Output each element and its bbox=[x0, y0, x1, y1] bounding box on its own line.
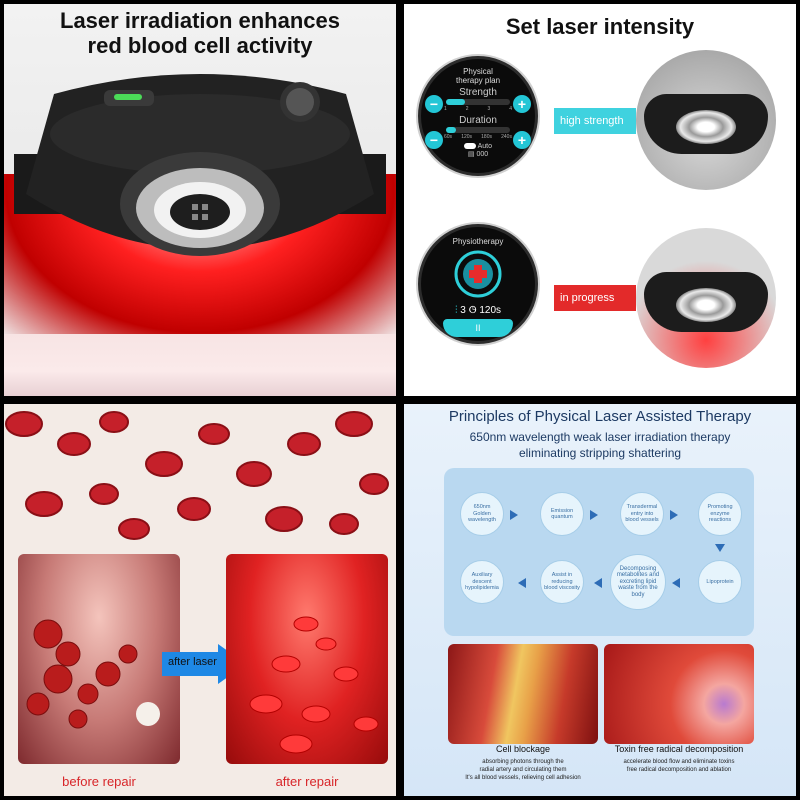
strength-ticks: 1 2 3 4 bbox=[444, 106, 512, 112]
strength-fill bbox=[446, 99, 466, 105]
surface bbox=[4, 334, 396, 396]
watch-photo-1 bbox=[636, 50, 776, 190]
clipboard-icon: ▤ bbox=[467, 151, 475, 158]
principles-subtitle-1: 650nm wavelength weak laser irradiation … bbox=[469, 430, 731, 444]
timer-icon: ◷ bbox=[468, 305, 477, 316]
panel2-title: Set laser intensity bbox=[505, 14, 695, 39]
arrow-left-icon bbox=[672, 578, 680, 588]
title-line-2: red blood cell activity bbox=[87, 33, 313, 58]
principles-title: Principles of Physical Laser Assisted Th… bbox=[448, 408, 752, 425]
desc-line: It's all blood vessels, relieving cell a… bbox=[465, 775, 581, 781]
arrow-label: after laser bbox=[168, 656, 217, 668]
flowing-cells bbox=[249, 616, 379, 754]
desc-line: radial artery and circulating them bbox=[479, 767, 567, 773]
tick: 4 bbox=[509, 106, 512, 112]
tick: 60s bbox=[444, 134, 453, 140]
tick: 2 bbox=[465, 106, 469, 112]
duration-plus-button[interactable]: + bbox=[513, 131, 531, 149]
tick: 3 bbox=[487, 106, 491, 112]
watch-photo-2 bbox=[636, 228, 776, 368]
tick: 180s bbox=[481, 134, 492, 140]
card2-desc: accelerate blood flow and eliminate toxi… bbox=[604, 758, 754, 774]
duration-ticks: 60s 120s 180s 240s bbox=[444, 134, 512, 140]
in-progress-tag: in progress bbox=[554, 285, 636, 311]
counter-row: ▤ 000 bbox=[421, 150, 535, 158]
flow-node: Promoting enzyme reactions bbox=[698, 492, 742, 536]
tick: 240s bbox=[501, 134, 512, 140]
strength-plus-button[interactable]: + bbox=[513, 95, 531, 113]
vessel-after-image bbox=[226, 554, 388, 764]
tick: 120s bbox=[461, 134, 473, 140]
intensity-icon: ⫶ bbox=[454, 305, 458, 316]
smartwatch-back-image bbox=[14, 74, 386, 256]
vessel-before-image bbox=[18, 554, 180, 764]
caption-before: before repair bbox=[62, 774, 136, 789]
physiotherapy-screen: Physiotherapy ⫶ 3 ◷ 120s II bbox=[418, 224, 538, 344]
arrow-down-icon bbox=[715, 544, 725, 552]
flow-node: Auxiliary descent hypolipidemia bbox=[460, 560, 504, 604]
toggle-icon[interactable] bbox=[464, 143, 477, 150]
arrow-right-icon bbox=[510, 510, 518, 520]
auto-row: Auto bbox=[421, 143, 535, 150]
therapy-plan-screen: Physical therapy plan Strength 1 2 3 4 D… bbox=[418, 56, 538, 176]
tick: 1 bbox=[444, 106, 447, 112]
title-line-1: Laser irradiation enhances bbox=[60, 8, 340, 33]
flow-node: Assist in reducing blood viscosity bbox=[540, 560, 584, 604]
arrow-right-icon bbox=[590, 510, 598, 520]
time-remaining: 120s bbox=[479, 305, 502, 316]
red-blood-cells-image bbox=[5, 411, 389, 540]
strength-label: Strength bbox=[459, 87, 497, 98]
duration-fill bbox=[446, 127, 456, 133]
intensity-panel: Set laser intensity Physical therapy pla… bbox=[404, 4, 796, 396]
flow-node: 650nm Golden wavelength bbox=[460, 492, 504, 536]
flow-node: Decomposing metabolites and excreting li… bbox=[610, 554, 666, 610]
arrow-left-icon bbox=[518, 578, 526, 588]
arrow-right-icon bbox=[670, 510, 678, 520]
laser-panel: Laser irradiation enhances red blood cel… bbox=[4, 4, 396, 396]
strength-bar[interactable] bbox=[446, 99, 510, 105]
auto-label: Auto bbox=[477, 143, 492, 150]
counter-value: 000 bbox=[476, 151, 489, 158]
blood-cell-panel: after laser before repair after repair bbox=[4, 404, 396, 796]
card1-desc: absorbing photons through the radial art… bbox=[448, 758, 598, 782]
duration-label: Duration bbox=[459, 115, 497, 126]
strength-minus-button[interactable]: − bbox=[425, 95, 443, 113]
desc-line: accelerate blood flow and eliminate toxi… bbox=[623, 759, 735, 765]
flow-node: Transdermal entry into blood vessels bbox=[620, 492, 664, 536]
high-strength-tag: high strength bbox=[554, 108, 636, 134]
principles-panel: Principles of Physical Laser Assisted Th… bbox=[404, 404, 796, 796]
pause-button[interactable]: II bbox=[443, 319, 513, 337]
card1-title: Cell blockage bbox=[495, 744, 551, 754]
duration-minus-button[interactable]: − bbox=[425, 131, 443, 149]
panel1-title: Laser irradiation enhances red blood cel… bbox=[4, 8, 396, 58]
principles-subtitle-2: eliminating stripping shattering bbox=[518, 446, 682, 460]
clumped-cells bbox=[26, 619, 160, 729]
intensity-count: 3 bbox=[460, 305, 466, 316]
process-flow: 650nm Golden wavelength Emission quantum… bbox=[444, 468, 754, 636]
desc-line: absorbing photons through the bbox=[482, 759, 564, 765]
arrow-left-icon bbox=[594, 578, 602, 588]
flow-node: Emission quantum bbox=[540, 492, 584, 536]
caption-after: after repair bbox=[275, 774, 339, 789]
arrow-right-icon bbox=[162, 644, 246, 684]
session-row: ⫶ 3 ◷ 120s bbox=[421, 305, 535, 316]
sensor-shape bbox=[676, 288, 736, 322]
plan-title-2: therapy plan bbox=[455, 76, 501, 85]
cell-blockage-image bbox=[448, 644, 598, 744]
duration-bar[interactable] bbox=[446, 127, 510, 133]
physio-title: Physiotherapy bbox=[452, 237, 504, 246]
flow-node: Lipoprotein bbox=[698, 560, 742, 604]
toxin-decomposition-image bbox=[604, 644, 754, 744]
card2-title: Toxin free radical decomposition bbox=[614, 744, 744, 754]
sensor-shape bbox=[676, 110, 736, 144]
medical-cross-icon bbox=[454, 250, 502, 298]
desc-line: free radical decomposition and ablation bbox=[626, 767, 732, 773]
plan-title-1: Physical bbox=[463, 67, 493, 76]
